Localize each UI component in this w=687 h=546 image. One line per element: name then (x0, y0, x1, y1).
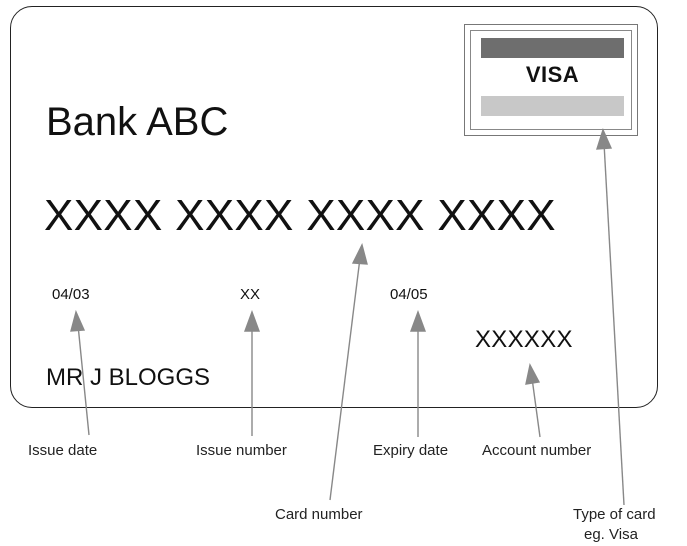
issue-date-arrow-line (77, 324, 90, 436)
account-number-arrowhead (525, 362, 541, 385)
card-type-arrowhead (596, 128, 613, 150)
card-number: XXXX XXXX XXXX XXXX (44, 191, 556, 240)
logo-stripe-dark (481, 38, 624, 58)
expiry-date-arrowhead (409, 309, 427, 332)
label-issue-number: Issue number (196, 442, 287, 459)
logo-stripe-light (481, 96, 624, 116)
account-number-arrow-line (531, 377, 541, 438)
cardholder-name: MR J BLOGGS (46, 364, 211, 391)
issue-date-arrowhead (70, 309, 86, 332)
card-brand-text: VISA (525, 62, 580, 87)
expiry-date-value: 04/05 (390, 286, 428, 303)
issue-number-arrowhead (243, 309, 261, 332)
label-issue-date: Issue date (28, 442, 98, 459)
bank-name: Bank ABC (46, 100, 229, 144)
card-type-arrow-line (603, 142, 625, 506)
label-account-number: Account number (482, 442, 592, 459)
issue-date-value: 04/03 (52, 286, 90, 303)
label-card-number: Card number (275, 506, 363, 523)
label-card-type: Type of card (573, 506, 656, 523)
label-expiry-date: Expiry date (373, 442, 449, 459)
card-number-arrowhead (351, 243, 368, 265)
issue-number-value: XX (240, 286, 261, 303)
label-card-type-example: eg. Visa (584, 526, 638, 543)
account-number: XXXXXX (475, 326, 573, 353)
card-number-arrow-line (329, 257, 361, 501)
